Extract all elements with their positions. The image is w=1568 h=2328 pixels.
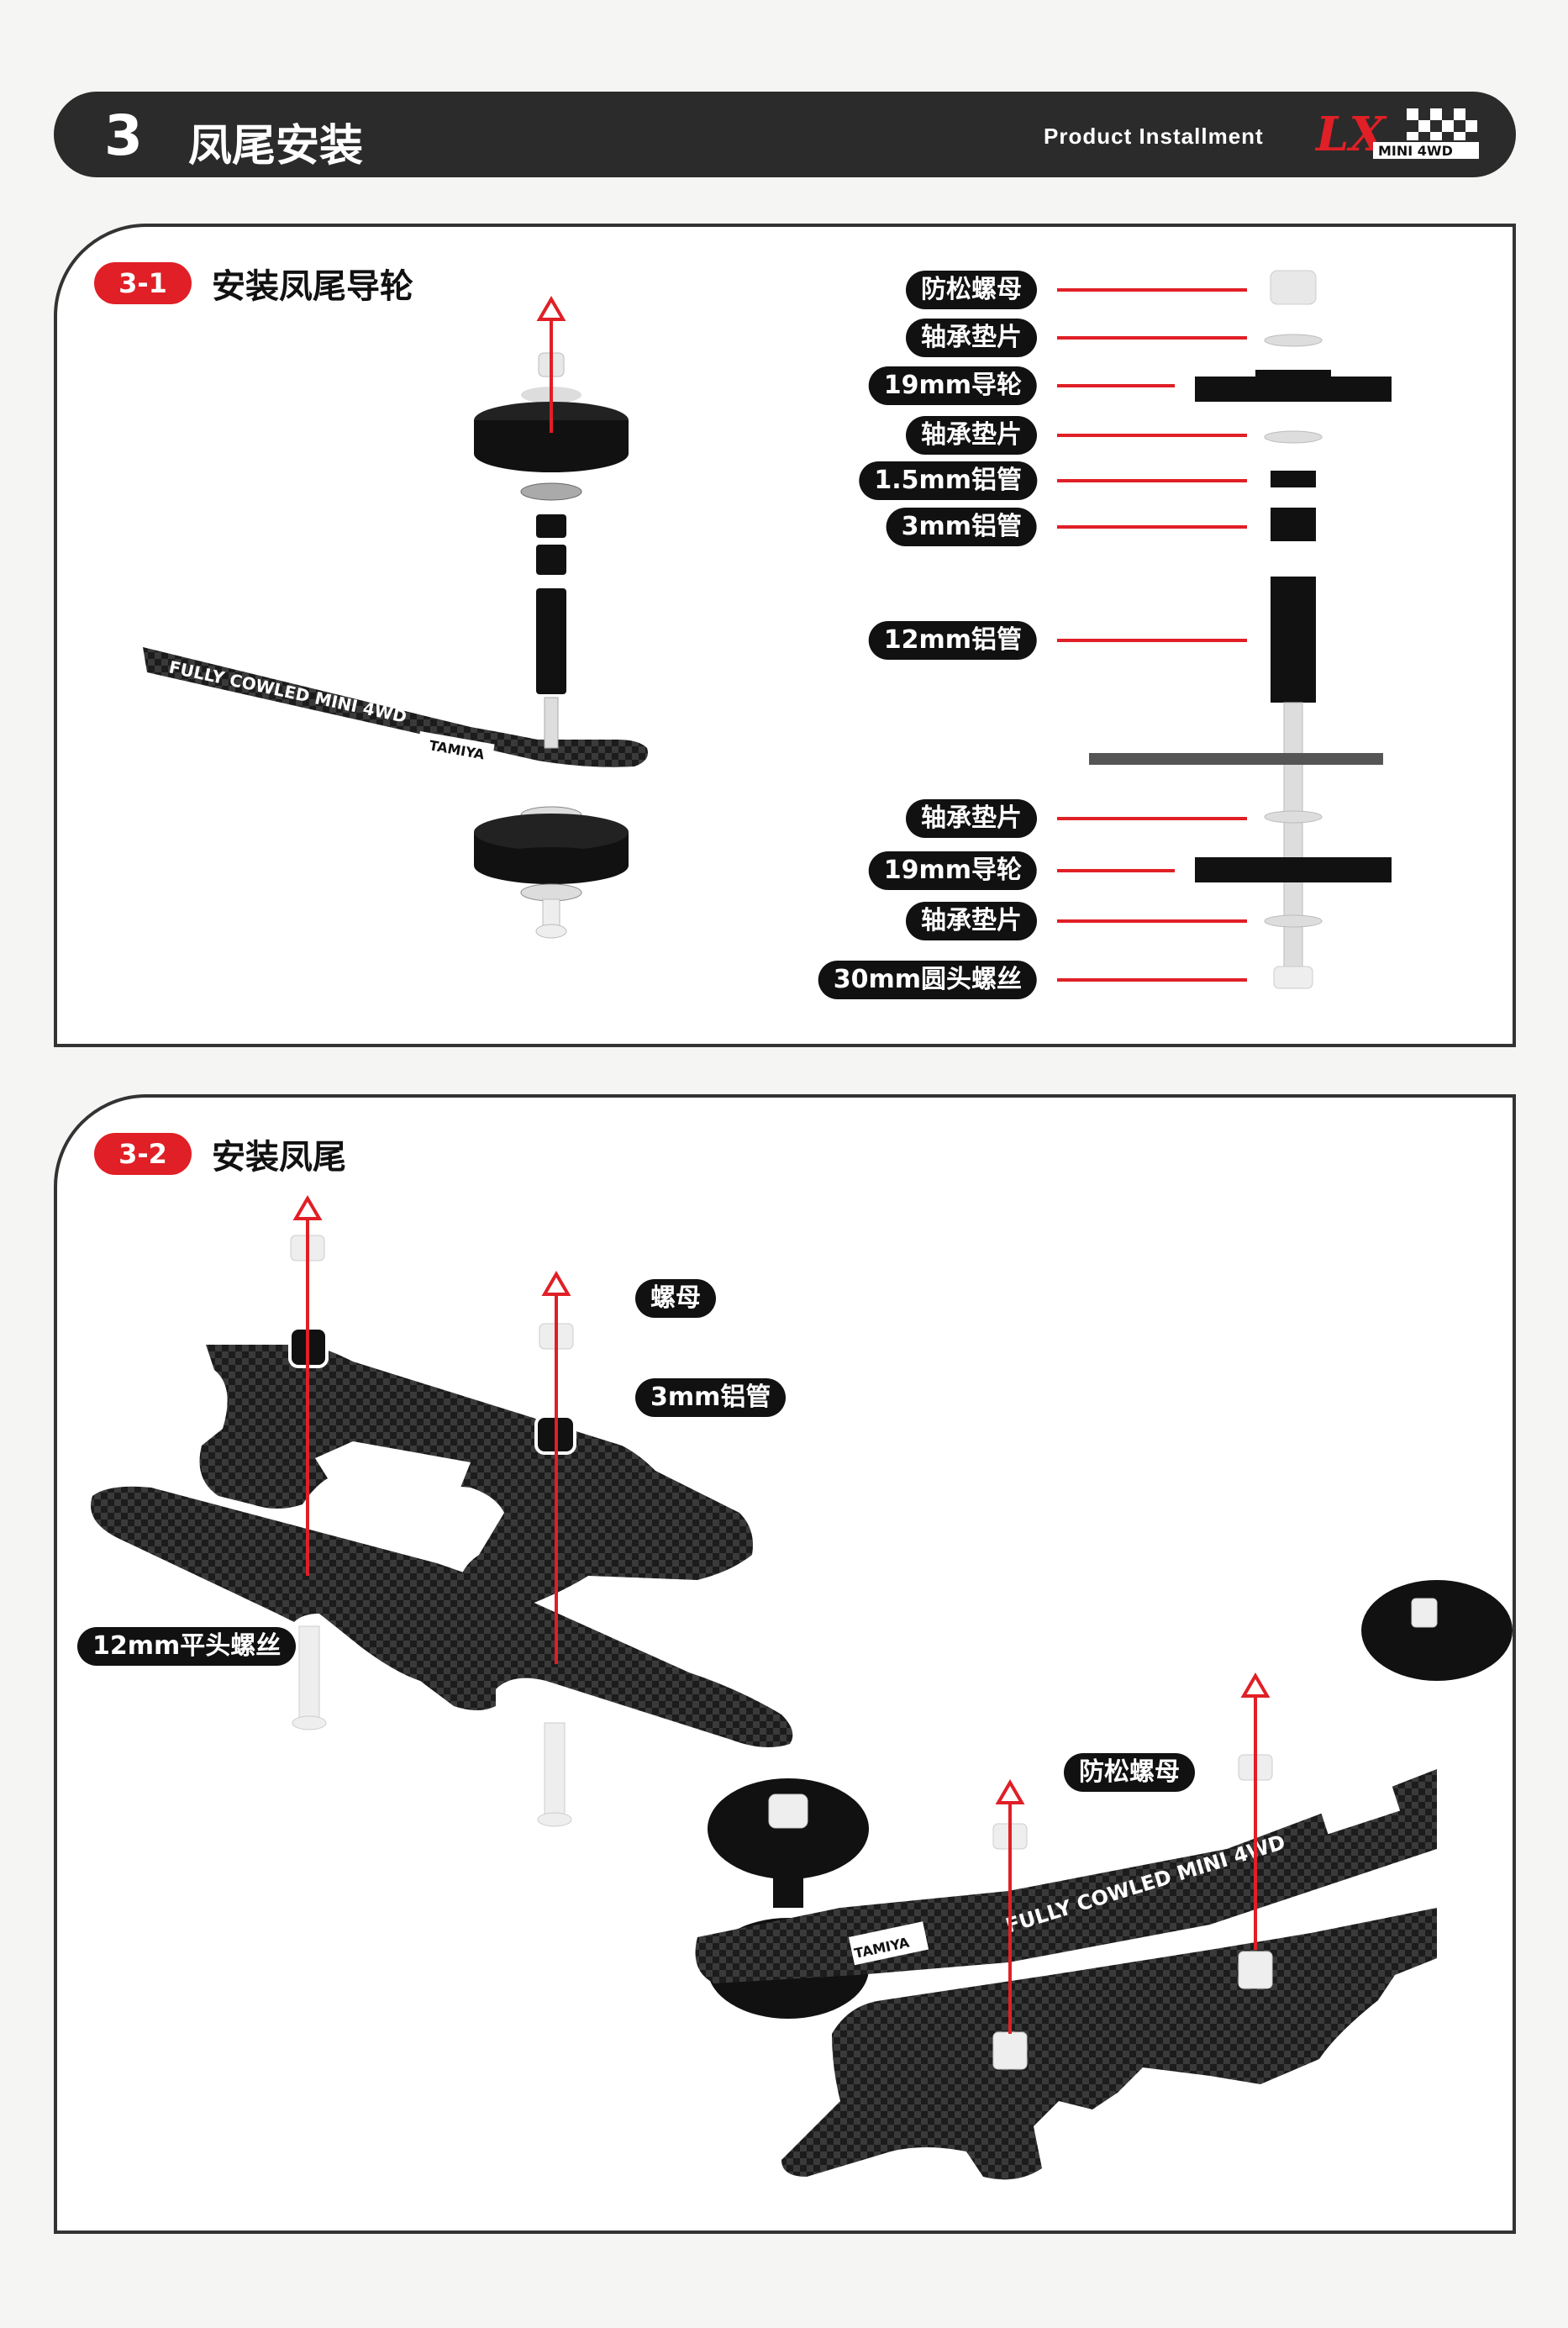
step-3-2-badge: 3-2 <box>94 1133 192 1175</box>
part-label-screw-30mm: 30mm圆头螺丝 <box>818 961 1037 999</box>
tube-12mm <box>536 588 566 694</box>
part-label-washer-3: 轴承垫片 <box>906 799 1037 838</box>
tube-1-5mm <box>536 514 566 538</box>
plate-edge <box>1089 753 1383 765</box>
section-subtitle: Product Installment <box>1044 124 1264 149</box>
roller-left <box>708 1778 869 1879</box>
label-tube-3mm: 3mm铝管 <box>635 1378 787 1417</box>
label-locknut: 防松螺母 <box>1064 1753 1195 1792</box>
step-3-2-title: 安装凤尾 <box>212 1138 346 1177</box>
tube-3mm <box>536 545 566 575</box>
lower-plate-right <box>781 1908 1437 2180</box>
label-nut: 螺母 <box>635 1279 716 1318</box>
tail-plate <box>143 647 648 767</box>
svg-text:MINI 4WD: MINI 4WD <box>1378 143 1453 159</box>
section-title: 凤尾安装 <box>188 121 364 171</box>
part-label-washer-4: 轴承垫片 <box>906 902 1037 940</box>
section-number: 3 <box>104 103 143 168</box>
step1-assembly: FULLY COWLED MINI 4WD TAMIYA <box>143 296 648 939</box>
upper-plate <box>199 1345 753 1614</box>
up-arrow-icon <box>292 1195 323 1220</box>
up-arrow-icon <box>995 1779 1025 1804</box>
step-3-1-badge: 3-1 <box>94 262 192 304</box>
flat-screw-right <box>544 1722 566 1816</box>
step2-assembly: FULLY COWLED MINI 4WD TAMIYA <box>91 1195 1513 2180</box>
up-arrow-icon <box>541 1271 571 1296</box>
part-label-washer-2: 轴承垫片 <box>906 416 1037 455</box>
flat-screw-left <box>298 1625 320 1720</box>
part-label-washer-1: 轴承垫片 <box>906 319 1037 357</box>
part-label-locknut: 防松螺母 <box>906 271 1037 309</box>
step1-parts-stack <box>1089 270 1392 989</box>
roller-right <box>1361 1580 1513 1681</box>
part-label-tube-1-5mm: 1.5mm铝管 <box>859 461 1037 500</box>
part-label-roller-1: 19mm导轮 <box>868 366 1037 405</box>
part-label-tube-3mm: 3mm铝管 <box>886 508 1037 546</box>
up-arrow-icon <box>536 296 566 321</box>
lx-mini4wd-logo: LX MINI 4WD <box>1314 107 1479 162</box>
part-label-tube-12mm: 12mm铝管 <box>868 621 1037 660</box>
label-flat-screw-12mm: 12mm平头螺丝 <box>77 1627 297 1666</box>
tail-plate-right <box>695 1769 1437 1983</box>
part-label-roller-2: 19mm导轮 <box>868 851 1037 890</box>
screw-shaft <box>544 697 559 749</box>
step1-leader-lines <box>1057 288 1247 982</box>
section-header: 3 凤尾安装 Product Installment LX MINI 4WD <box>54 92 1516 177</box>
up-arrow-icon <box>1240 1672 1271 1698</box>
step-3-1-title: 安装凤尾导轮 <box>212 267 413 306</box>
tamiya-mark <box>415 731 495 770</box>
lower-plate <box>91 1486 793 1747</box>
plate-print-text: FULLY COWLED MINI 4WD <box>167 656 408 726</box>
plate-cutout <box>315 1441 471 1504</box>
